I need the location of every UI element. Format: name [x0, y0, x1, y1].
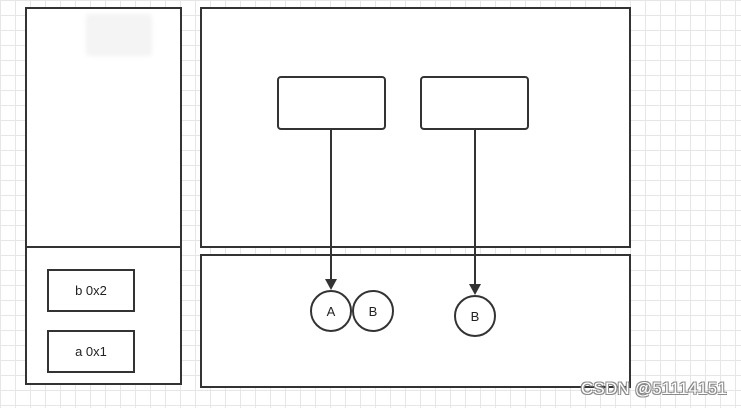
variable-b-label: b 0x2: [75, 283, 107, 298]
heap-panel: [200, 7, 631, 248]
pool-object-b: B: [352, 290, 394, 332]
pool-object-a-label: A: [326, 303, 336, 319]
pool-object-b-second: B: [454, 295, 496, 337]
pool-object-b-label: B: [368, 303, 378, 319]
constant-pool-panel: [200, 254, 631, 388]
variable-a-label: a 0x1: [75, 344, 107, 359]
pool-object-a: A: [310, 290, 352, 332]
variable-b-box: b 0x2: [47, 269, 135, 312]
pool-object-b-second-label: B: [470, 308, 480, 324]
watermark-text: CSDN @51114151: [580, 379, 727, 398]
variable-a-box: a 0x1: [47, 330, 135, 373]
heap-object-left: [277, 76, 386, 130]
blurred-area: [86, 14, 152, 56]
heap-object-right: [420, 76, 529, 130]
